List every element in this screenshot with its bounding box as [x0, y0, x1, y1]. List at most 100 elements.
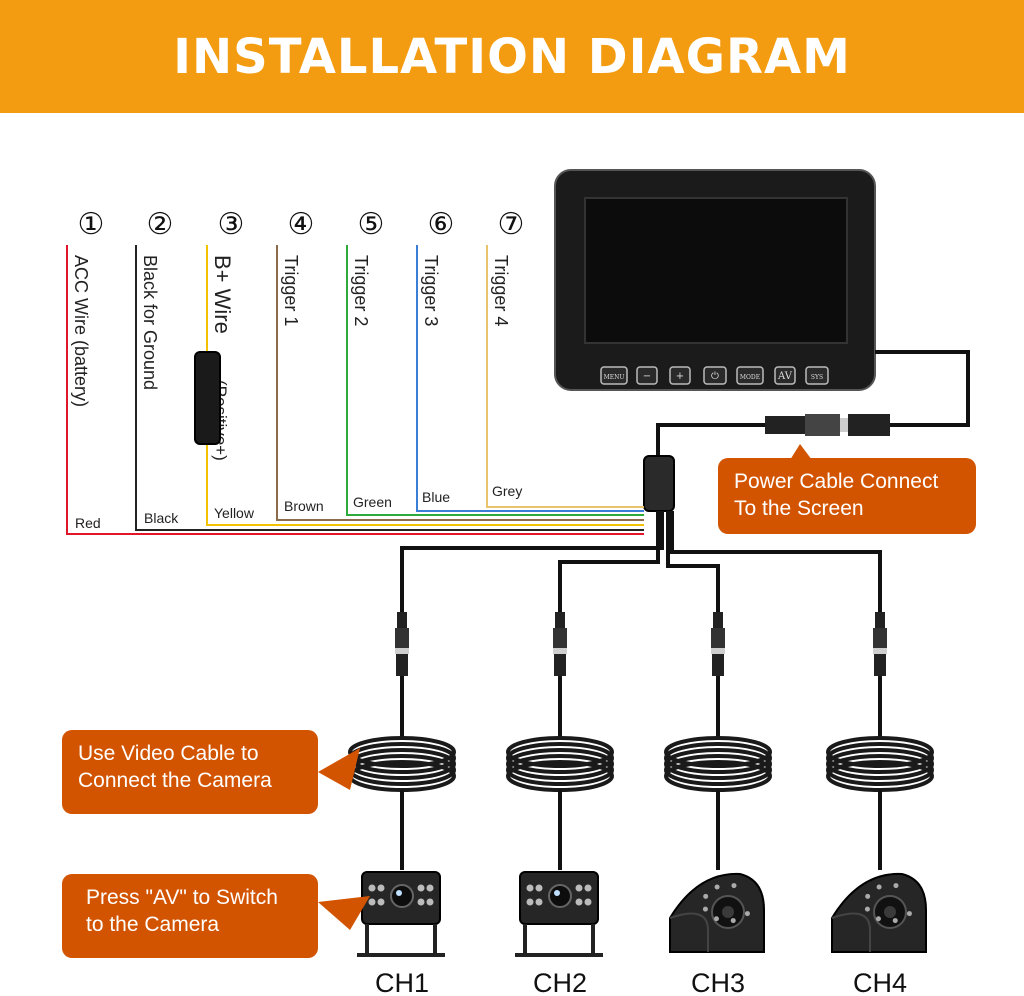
wire-color-name-2: Black [144, 510, 179, 526]
power-callout-pointer [790, 444, 812, 460]
wire-7 [486, 245, 644, 508]
wire-label-2: Black for Ground [140, 255, 160, 390]
monitor-button-label: ⏻ [711, 371, 719, 382]
wire-color-name-4: Brown [284, 498, 324, 514]
wire-color-name-1: Red [75, 515, 101, 531]
monitor-button-5: AV [774, 366, 796, 385]
video-callout-text: Use Video Cable to Connect the Camera [78, 742, 272, 792]
title-banner: INSTALLATION DIAGRAM [0, 0, 1024, 113]
monitor-button-6: SYS [805, 366, 829, 385]
wire-color-name-6: Blue [422, 489, 450, 505]
connector-upper [711, 628, 725, 648]
monitor-button-0: MENU [600, 366, 628, 385]
channel-label: CH1 [375, 968, 429, 996]
channel-label: CH3 [691, 968, 745, 996]
monitor-button-1: − [636, 366, 658, 385]
av-callout-pointer [318, 896, 370, 930]
camera-bracket [365, 924, 437, 957]
camera-bracket [523, 924, 595, 957]
box-camera [357, 871, 445, 957]
monitor-button-row: MENU− + ⏻ MODE AV SYS [600, 366, 829, 385]
power-plug-female [765, 416, 805, 434]
connector-ring [873, 648, 887, 654]
side-camera [831, 872, 927, 953]
connector-cap [875, 612, 885, 630]
wire-number-3: ③ [218, 207, 245, 242]
camera-channels: CH1 CH2 CH3 CH4 [348, 612, 934, 996]
monitor-button-label: MODE [740, 374, 760, 381]
cable-coil [506, 736, 614, 792]
wire-label-3: B+ Wire [210, 255, 235, 334]
monitor-button-4: MODE [736, 366, 764, 385]
video-cable-trunk-ch4 [670, 511, 882, 620]
page-title: INSTALLATION DIAGRAM [173, 28, 851, 85]
harness-junction [643, 455, 675, 512]
monitor-screen [584, 197, 848, 344]
connector-upper [395, 628, 409, 648]
power-callout: Power Cable Connect To the Screen [718, 458, 976, 534]
channel-label: CH2 [533, 968, 587, 996]
connector-ring [553, 648, 567, 654]
channel-1: CH1 [348, 612, 456, 996]
cable-coil [826, 736, 934, 792]
wire-1 [66, 245, 644, 535]
connector-cap [555, 612, 565, 630]
power-connector [765, 414, 890, 436]
power-callout-text: Power Cable Connect To the Screen [734, 470, 939, 520]
wire-label-6: Trigger 3 [421, 255, 441, 326]
channel-4: CH4 [826, 612, 934, 996]
wire-number-7: ⑦ [498, 207, 525, 242]
connector-ring [711, 648, 725, 654]
av-callout-text: Press "AV" to Switch to the Camera [86, 886, 278, 936]
power-plug-ring [840, 418, 848, 432]
wire-number-5: ⑤ [358, 207, 385, 242]
connector-ring [395, 648, 409, 654]
wire-label-5: Trigger 2 [351, 255, 371, 326]
cable-coil [664, 736, 772, 792]
monitor: MENU− + ⏻ MODE AV SYS [554, 169, 876, 391]
video-cable-trunk-ch1 [400, 511, 664, 620]
wire-label-7: Trigger 4 [491, 255, 511, 326]
wire-3 [206, 245, 644, 526]
video-cable-trunk-ch3 [666, 511, 720, 620]
inline-fuse [194, 351, 221, 445]
channel-label: CH4 [853, 968, 907, 996]
monitor-button-label: SYS [811, 374, 823, 381]
wire-6 [416, 245, 644, 512]
video-cable-trunk-ch2 [558, 511, 660, 620]
box-camera [515, 871, 603, 957]
wire-label-4: Trigger 1 [281, 255, 301, 326]
side-camera [669, 872, 765, 953]
power-plug-body [805, 414, 840, 436]
power-plug-male [848, 414, 890, 436]
connector-upper [873, 628, 887, 648]
wire-5 [346, 245, 644, 516]
power-cable [656, 350, 970, 460]
connector-lower [712, 654, 724, 676]
wire-label-1: ACC Wire (battery) [71, 255, 91, 407]
wire-number-1: ① [78, 207, 105, 242]
connector-cap [397, 612, 407, 630]
monitor-button-label: + [676, 371, 684, 382]
video-callout-pointer [318, 748, 360, 790]
cable-coil [348, 736, 456, 792]
monitor-power-lead [875, 350, 970, 427]
wire-2 [135, 245, 644, 531]
wire-number-2: ② [147, 207, 174, 242]
monitor-button-label: AV [777, 371, 793, 382]
av-callout: Press "AV" to Switch to the Camera [62, 874, 318, 958]
video-callout: Use Video Cable to Connect the Camera [62, 730, 318, 814]
connector-lower [554, 654, 566, 676]
wire-number-6: ⑥ [428, 207, 455, 242]
wire-color-name-5: Green [353, 494, 392, 510]
wire-4 [276, 245, 644, 521]
channel-3: CH3 [664, 612, 772, 996]
harness-power-lead [656, 423, 765, 460]
wire-number-4: ④ [288, 207, 315, 242]
wire-color-name-3: Yellow [214, 505, 255, 521]
connector-lower [396, 654, 408, 676]
connector-upper [553, 628, 567, 648]
monitor-button-2: + [669, 366, 691, 385]
